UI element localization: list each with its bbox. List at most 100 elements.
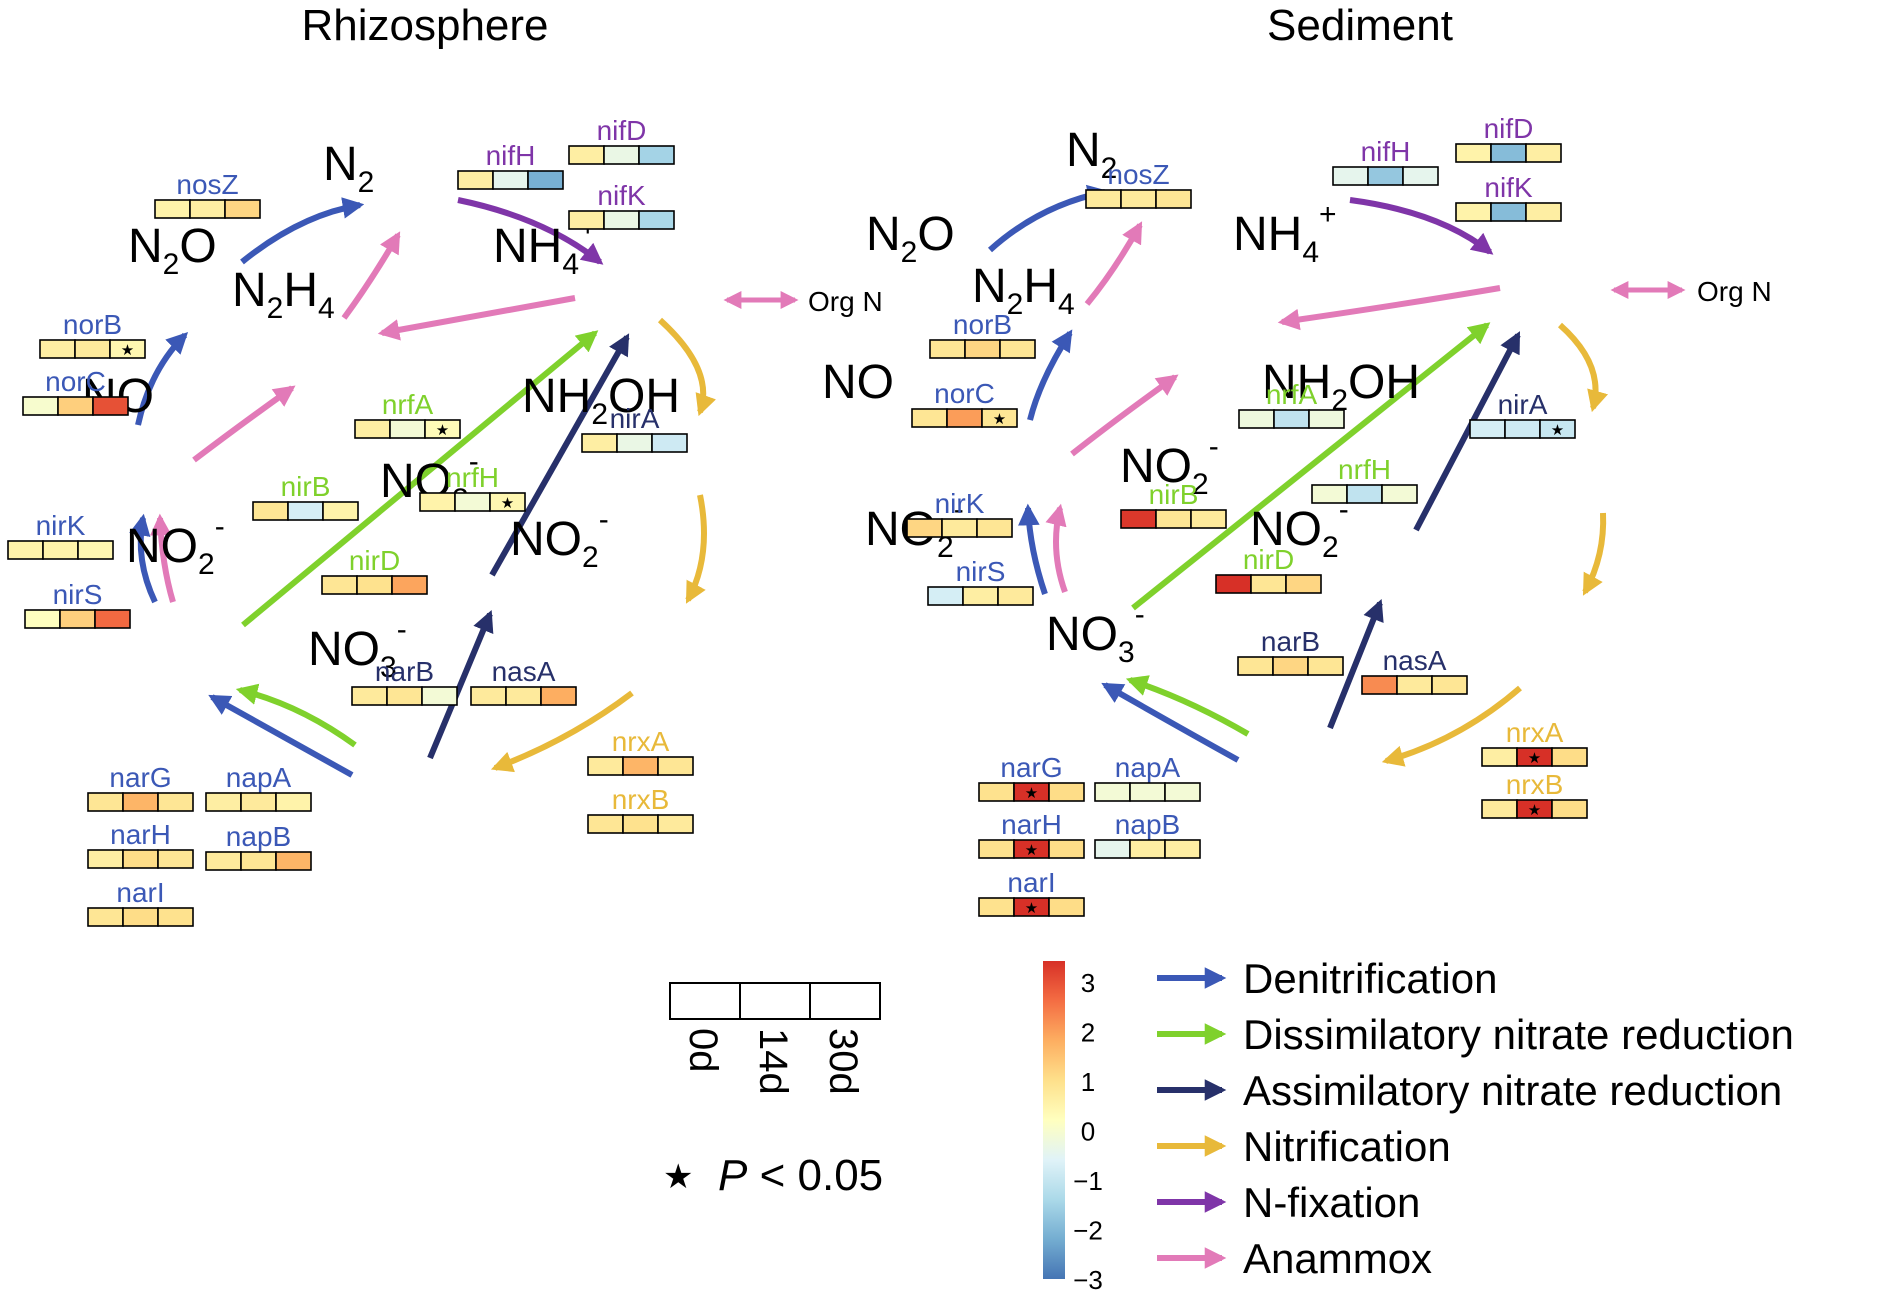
gene-narG: narG [87, 762, 194, 812]
gene-nrfH: nrfH [1311, 454, 1418, 504]
legend-anammox: Anammox [1157, 1235, 1432, 1282]
heat-cell [1155, 509, 1192, 529]
gene-nirA: nirA [581, 403, 688, 453]
significance-threshold: < 0.05 [747, 1151, 883, 1200]
heat-cell [911, 408, 948, 428]
gene-nifK: nifK [1455, 172, 1562, 222]
gene-label: nifH [1361, 136, 1411, 167]
heat-cell [240, 851, 277, 871]
gene-nrxB: nrxB★ [1481, 769, 1588, 819]
heat-cell [657, 814, 694, 834]
heat-cell [189, 199, 226, 219]
gene-nrfA: nrfA★ [354, 389, 461, 439]
compound-nh4: NH4+ [1233, 198, 1337, 269]
compound-n2o: N2O [128, 220, 217, 281]
heat-cell [1481, 799, 1518, 819]
denitrification-arrow [1101, 682, 1240, 763]
gene-napA: napA [205, 762, 312, 812]
heat-cell [1361, 675, 1398, 695]
legend-denitrification: Denitrification [1157, 955, 1497, 1002]
heat-cell [94, 609, 131, 629]
assimilatory-arrow [1327, 598, 1384, 730]
gene-nasA: nasA [470, 656, 577, 706]
heat-cell [1481, 747, 1518, 767]
anammox-arrow [341, 231, 401, 320]
gene-label: norC [45, 366, 106, 397]
colorbar-tick: −3 [1073, 1265, 1103, 1294]
heat-cell [1273, 409, 1310, 429]
heat-cell [87, 792, 124, 812]
heat-cell [1120, 509, 1157, 529]
compound-n2h4: N2H4 [972, 260, 1075, 321]
heat-cell [356, 575, 393, 595]
heat-cell [1381, 484, 1418, 504]
heat-cell [154, 199, 191, 219]
gene-nifH: nifH [457, 140, 564, 190]
compound-no3: NO3- [308, 613, 407, 684]
assimilatory-arrow [1413, 331, 1521, 532]
compound-no: NO [822, 356, 894, 409]
heat-cell [287, 501, 324, 521]
heat-cell [927, 586, 964, 606]
gene-nrfH: nrfH★ [419, 462, 526, 512]
heat-cell [240, 792, 277, 812]
heat-cell [1048, 782, 1085, 802]
gene-nrxA: nrxA [587, 726, 694, 776]
compound-n2h4: N2H4 [232, 264, 335, 325]
colorbar-tick: 2 [1081, 1018, 1095, 1048]
compound-nh2oh: NH2OH [1262, 356, 1420, 417]
gene-label: napB [226, 821, 291, 852]
heat-cell [419, 492, 456, 512]
gene-label: nosZ [1107, 159, 1169, 190]
legend-dissimilatory: Dissimilatory nitrate reduction [1157, 1011, 1794, 1058]
anammox-arrow [377, 295, 576, 341]
gene-nirB: nirB [252, 471, 359, 521]
time-legend-label: 14d [751, 1028, 795, 1095]
heat-cell [492, 170, 529, 190]
gene-narH: narH [87, 819, 194, 869]
gene-label: nrxB [1506, 769, 1564, 800]
gene-label: norB [63, 309, 122, 340]
gene-nrxB: nrxB [587, 784, 694, 834]
compound-n2: N2 [1066, 124, 1117, 185]
gene-label: nifD [597, 115, 647, 146]
gene-narG: narG★ [978, 752, 1085, 802]
heat-cell [1094, 839, 1131, 859]
legend-label: Assimilatory nitrate reduction [1243, 1067, 1782, 1114]
gene-nosZ: nosZ [1085, 159, 1192, 209]
gene-napA: napA [1094, 752, 1201, 802]
heat-cell [603, 145, 640, 165]
denitrification-arrow [240, 197, 365, 265]
gene-label: nifH [486, 140, 536, 171]
heat-cell [1551, 799, 1588, 819]
heat-cell [354, 419, 391, 439]
heat-cell [1396, 675, 1433, 695]
gene-label: nirA [1498, 389, 1548, 420]
gene-label: norC [934, 378, 995, 409]
heat-cell [1308, 409, 1345, 429]
legend-label: Nitrification [1243, 1123, 1451, 1170]
gene-narB: narB [351, 656, 458, 706]
nitrification-arrow [490, 690, 634, 773]
heat-cell [1250, 574, 1287, 594]
heat-cell [1129, 782, 1166, 802]
gene-label: nrxA [612, 726, 670, 757]
heat-cell [1455, 143, 1492, 163]
heat-cell [1490, 143, 1527, 163]
gene-nosZ: nosZ [154, 169, 261, 219]
denitrification-arrow [1018, 503, 1048, 595]
heat-cell [424, 419, 461, 439]
gene-label: nasA [492, 656, 556, 687]
gene-nirA: nirA★ [1469, 389, 1576, 439]
heat-cell [638, 210, 675, 230]
colorbar-tick: −1 [1073, 1166, 1103, 1196]
denitrification-arrow [208, 694, 354, 778]
gene-label: nirB [1149, 479, 1199, 510]
heat-cell [657, 756, 694, 776]
gene-label: narH [1001, 809, 1062, 840]
nfixation-arrow [457, 197, 604, 265]
heat-cell [205, 851, 242, 871]
heat-cell [1094, 782, 1131, 802]
heat-cell [962, 586, 999, 606]
heat-cell [157, 849, 194, 869]
